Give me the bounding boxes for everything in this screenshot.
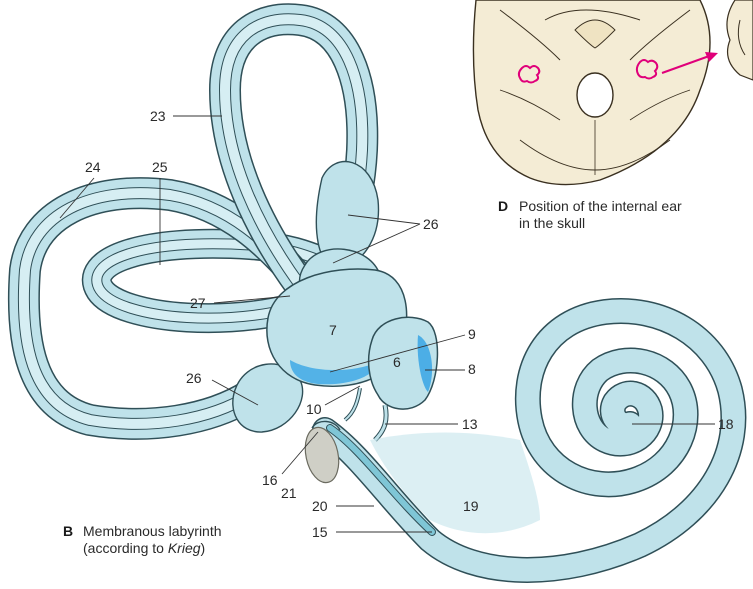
caption-d-line2: in the skull xyxy=(519,215,585,231)
label-7: 7 xyxy=(329,322,337,338)
label-6: 6 xyxy=(393,354,401,370)
label-8: 8 xyxy=(468,361,476,377)
caption-b-line2-post: ) xyxy=(201,540,206,556)
label-18: 18 xyxy=(718,416,734,432)
caption-b-line1: Membranous labyrinth xyxy=(83,523,222,539)
label-23: 23 xyxy=(150,108,166,124)
label-16: 16 xyxy=(262,472,278,488)
label-15: 15 xyxy=(312,524,328,540)
label-19: 19 xyxy=(463,498,479,514)
skull-panel-d xyxy=(473,0,753,185)
caption-b-letter: B xyxy=(63,523,73,539)
label-10: 10 xyxy=(306,401,322,417)
label-9: 9 xyxy=(468,326,476,342)
label-24: 24 xyxy=(85,159,101,175)
caption-b: B Membranous labyrinth (according to Kri… xyxy=(63,523,222,556)
label-20: 20 xyxy=(312,498,328,514)
caption-b-line2-pre: (according to xyxy=(83,540,168,556)
label-26-lower: 26 xyxy=(186,370,202,386)
label-27: 27 xyxy=(190,295,206,311)
label-26-upper: 26 xyxy=(423,216,439,232)
label-25: 25 xyxy=(152,159,168,175)
foramen-magnum xyxy=(577,73,613,117)
caption-d-letter: D xyxy=(498,198,508,214)
caption-d: D Position of the internal ear in the sk… xyxy=(498,198,682,231)
caption-b-author: Krieg xyxy=(168,540,201,556)
label-13: 13 xyxy=(462,416,478,432)
caption-b-line2: (according to Krieg) xyxy=(83,540,205,556)
label-21: 21 xyxy=(281,485,297,501)
caption-d-line1: Position of the internal ear xyxy=(519,198,682,214)
outer-ear-illustration xyxy=(727,0,753,80)
